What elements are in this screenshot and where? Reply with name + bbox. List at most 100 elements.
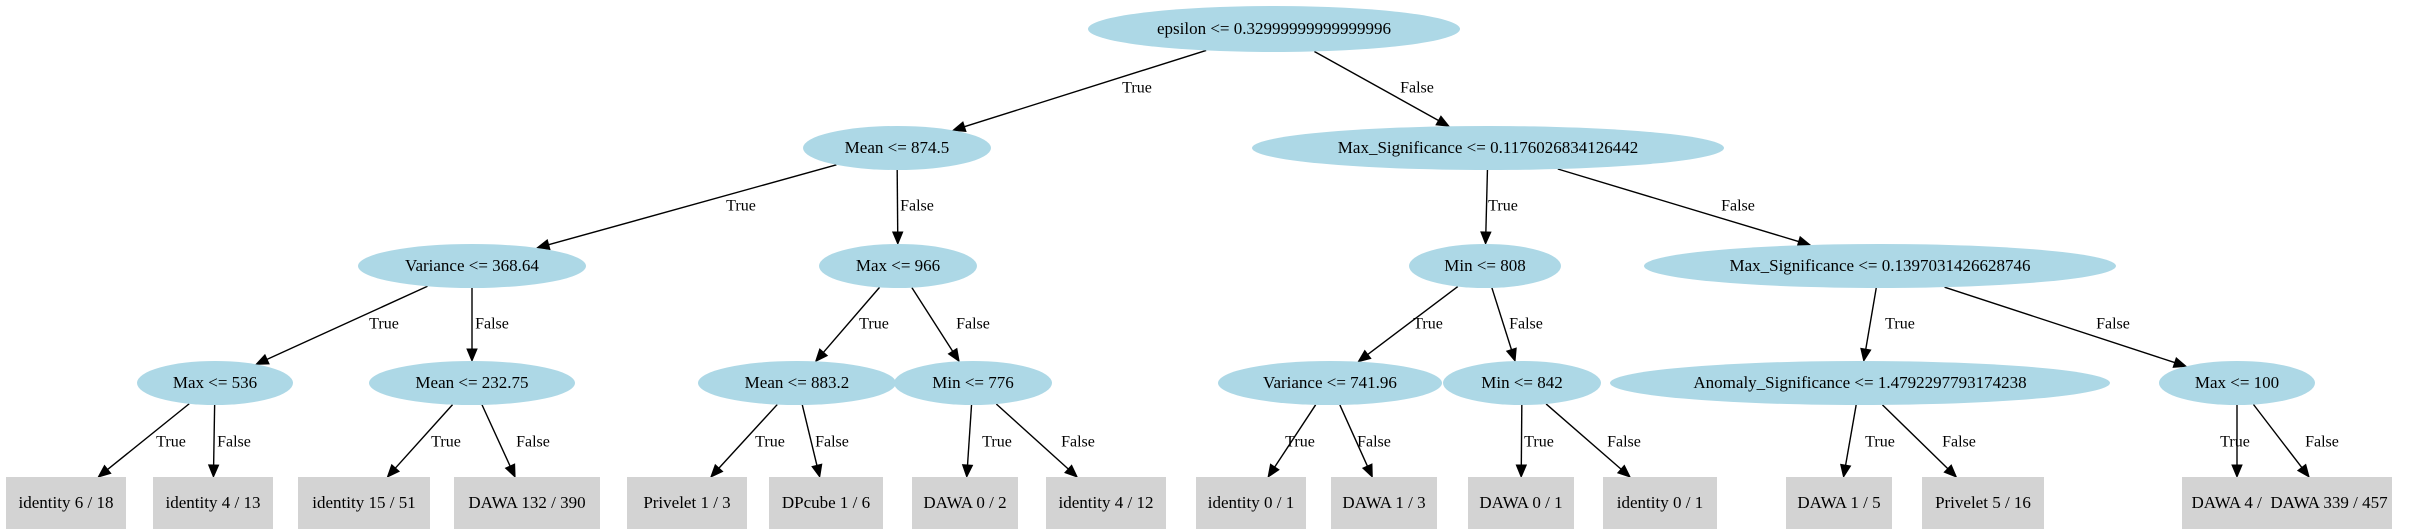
decision-label: Max_Significance <= 0.1397031426628746 — [1729, 256, 2030, 275]
leaf-box — [6, 477, 126, 529]
edge-line — [1865, 287, 1877, 350]
decision-node-n3: Variance <= 368.64 — [358, 244, 586, 288]
edge-n11-l9: False — [1339, 404, 1391, 479]
arrowhead-icon — [891, 231, 904, 246]
edge-n9-l4: True — [709, 404, 785, 478]
leaf-box — [1046, 477, 1166, 529]
decision-label: Mean <= 883.2 — [745, 373, 850, 392]
edge-label: False — [1061, 434, 1095, 451]
edge-line — [718, 404, 778, 469]
edge-line — [1367, 285, 1459, 356]
edge-label: False — [1721, 198, 1755, 215]
decision-ellipse — [1409, 244, 1561, 288]
edge-line — [801, 404, 818, 466]
leaf-box — [153, 477, 273, 529]
decision-ellipse — [2159, 361, 2315, 405]
edge-label: False — [2305, 434, 2339, 451]
arrowhead-icon — [1796, 235, 1812, 247]
leaf-node-l15: DAWA 339 / 457 — [2266, 477, 2392, 529]
edge-n6-n14: False — [1944, 286, 2188, 368]
edge-line — [1485, 169, 1489, 233]
edge-label: False — [475, 316, 509, 333]
edge-line — [2252, 404, 2303, 468]
arrowhead-icon — [814, 348, 829, 363]
leaf-box — [1331, 477, 1437, 529]
edge-label: True — [726, 198, 756, 215]
edge-label: False — [1400, 80, 1434, 97]
edge-n8-l3: False — [481, 404, 550, 479]
arrowhead-icon — [535, 239, 551, 251]
edge-label: True — [982, 434, 1012, 451]
decision-label: Mean <= 232.75 — [415, 373, 528, 392]
leaf-box — [627, 477, 747, 529]
edge-n1-n3: True — [535, 164, 837, 251]
edge-label: True — [431, 434, 461, 451]
arrowhead-icon — [2172, 356, 2188, 368]
edge-line — [1844, 404, 1857, 466]
decision-node-n5: Min <= 808 — [1409, 244, 1561, 288]
leaf-box — [912, 477, 1018, 529]
edge-label: True — [1865, 434, 1895, 451]
edge-line — [1944, 286, 2175, 364]
edge-label: False — [1357, 434, 1391, 451]
leaf-box — [298, 477, 430, 529]
decision-node-n10: Min <= 776 — [894, 361, 1052, 405]
edge-line — [394, 404, 454, 469]
leaf-label: DAWA 1 / 5 — [1797, 493, 1880, 512]
edge-n0-n2: False — [1314, 50, 1451, 127]
edge-label: False — [956, 316, 990, 333]
edge-label: True — [1524, 434, 1554, 451]
edge-line — [1881, 404, 1949, 470]
leaf-node-l0: identity 6 / 18 — [6, 477, 126, 529]
decision-node-n14: Max <= 100 — [2159, 361, 2315, 405]
edge-label: False — [1942, 434, 1976, 451]
edge-line — [911, 287, 954, 352]
edge-label: True — [1885, 316, 1915, 333]
edge-n7-l1: False — [207, 404, 251, 479]
leaf-node-l10: DAWA 0 / 1 — [1468, 477, 1574, 529]
decision-ellipse — [819, 244, 977, 288]
leaf-label: identity 4 / 12 — [1059, 493, 1154, 512]
decision-label: epsilon <= 0.32999999999999996 — [1157, 19, 1391, 38]
arrowhead-icon — [1943, 464, 1958, 478]
edge-n12-l10: True — [1515, 404, 1554, 479]
decision-node-n12: Min <= 842 — [1443, 361, 1601, 405]
arrowhead-icon — [1860, 347, 1872, 363]
edge-label: True — [156, 434, 186, 451]
edge-label: False — [217, 434, 251, 451]
edge-line — [107, 403, 190, 471]
edge-line — [1520, 404, 1523, 466]
leaf-label: identity 0 / 1 — [1208, 493, 1294, 512]
decision-node-n7: Max <= 536 — [137, 361, 293, 405]
leaf-node-l7: identity 4 / 12 — [1046, 477, 1166, 529]
edge-n10-l7: False — [995, 403, 1095, 478]
edge-n13-l12: True — [1840, 404, 1895, 479]
arrowhead-icon — [466, 348, 478, 363]
decision-label: Variance <= 368.64 — [405, 256, 539, 275]
leaf-label: DAWA 1 / 3 — [1342, 493, 1425, 512]
edge-label: True — [1122, 80, 1152, 97]
decision-ellipse — [803, 126, 991, 170]
edge-label: True — [2220, 434, 2250, 451]
decision-ellipse — [1443, 361, 1601, 405]
leaf-node-l11: identity 0 / 1 — [1603, 477, 1717, 529]
leaf-node-l4: Privelet 1 / 3 — [627, 477, 747, 529]
decision-label: Min <= 842 — [1481, 373, 1563, 392]
edge-label: False — [1509, 316, 1543, 333]
edge-label: True — [1488, 198, 1518, 215]
edge-line — [896, 169, 899, 233]
arrowhead-icon — [1840, 463, 1852, 479]
edge-line — [548, 164, 837, 246]
edge-n8-l2: True — [386, 404, 461, 478]
edge-line — [266, 285, 428, 360]
edge-line — [966, 404, 973, 466]
arrowhead-icon — [1515, 464, 1528, 479]
edge-n9-l5: False — [801, 404, 849, 479]
edge-line — [1314, 50, 1439, 122]
leaf-label: identity 0 / 1 — [1617, 493, 1703, 512]
edge-line — [964, 49, 1207, 128]
edge-line — [1274, 404, 1317, 468]
leaf-node-l13: Privelet 5 / 16 — [1922, 477, 2044, 529]
edge-line — [995, 403, 1069, 470]
